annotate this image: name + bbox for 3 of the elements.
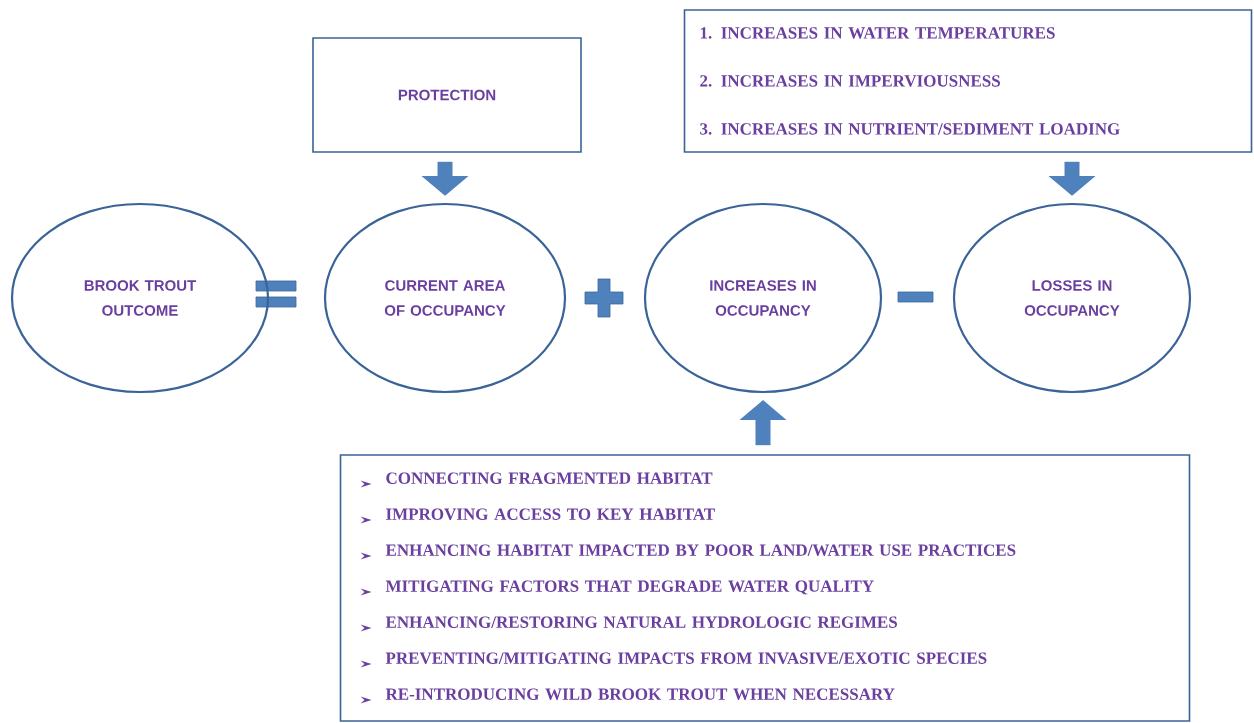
text-box: PROTECTION — [312, 37, 582, 153]
list-box: 1. INCREASES IN WATER TEMPERATURES 2. INCREASES IN IMPERVIOUSNESS 3. INCREASES IN NUTRIENT/SEDIMENT LOADING — [683, 9, 1253, 153]
list-box: CONNECTING FRAGMENTED HABITAT IMPROVING ACCESS TO KEY HABITAT ENHANCING HABITAT IMPACTED BY POOR LAND/WATER USE PRACTICES MITIGATING FACTORS THAT DEGRADE WATER QUALITY ENHANCING/RESTORING NATURAL HYDROLOGIC REGIMES PREVENTING/MITIGATING IMPACTS FROM INVASIVE/EXOTIC SPECIES RE-INTRODUCING WILD BROOK TROUT WHEN NECESSARY — [339, 454, 1191, 722]
